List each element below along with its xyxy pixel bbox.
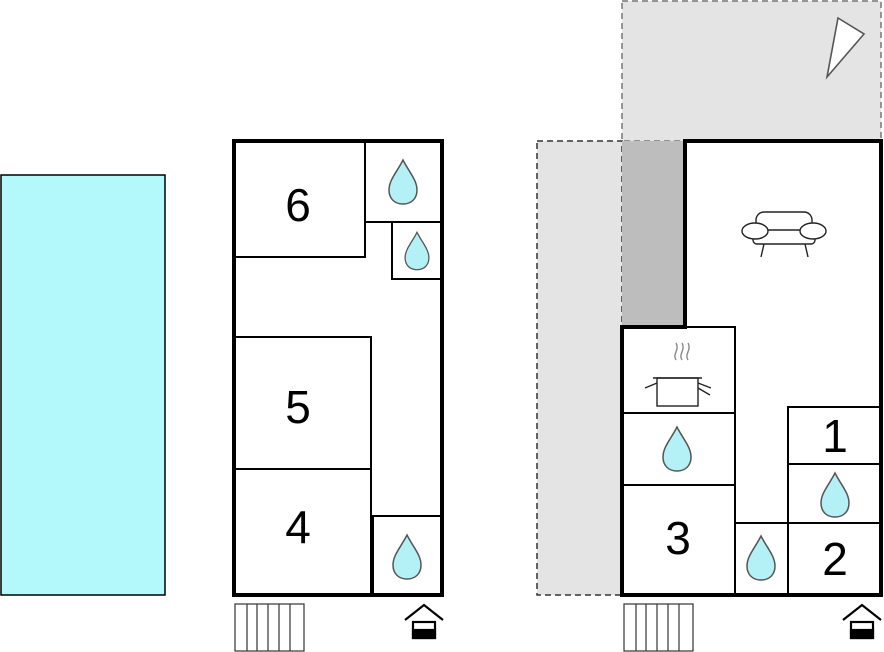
compass-arrow-icon	[825, 16, 866, 80]
water-drop-icon	[404, 231, 430, 271]
swimming-pool	[0, 174, 166, 596]
terrace-left	[536, 140, 623, 596]
room-label-6: 6	[285, 179, 311, 231]
upper-floor-plan: 3 1 2	[536, 0, 883, 652]
room-label-2: 2	[822, 533, 848, 585]
terrace-overlap	[622, 141, 685, 327]
sofa-icon	[741, 211, 827, 258]
cooking-pot-icon	[644, 342, 712, 407]
entrance-icon	[404, 603, 444, 640]
stairs-icon	[234, 603, 305, 652]
room-label-1: 1	[822, 410, 848, 462]
upper-floor-outer-wall	[620, 139, 883, 597]
water-drop-icon	[388, 159, 418, 205]
stairs-icon	[623, 603, 694, 652]
room-label-5: 5	[285, 381, 311, 433]
ground-floor-outer-wall	[232, 139, 444, 597]
room-label-4: 4	[285, 501, 311, 553]
water-drop-icon	[392, 534, 422, 580]
room-label-3: 3	[665, 512, 691, 564]
ground-floor-plan: 6 5 4	[232, 139, 444, 652]
entrance-icon	[842, 603, 882, 640]
